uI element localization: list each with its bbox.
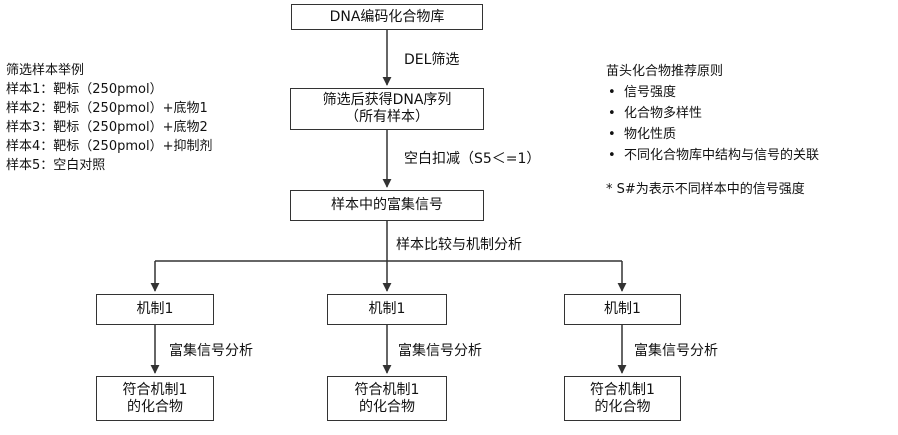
signal-strength-note: * S#为表示不同样本中的信号强度	[606, 182, 805, 197]
node-mechanism-a-label: 机制1	[136, 301, 174, 317]
sample-item: 样本3：靶标（250pmol）+底物2	[6, 120, 208, 135]
node-result-b-line2: 的化合物	[359, 398, 415, 415]
principle-item-label: 物化性质	[624, 127, 677, 142]
node-mechanism-b: 机制1	[327, 294, 447, 325]
edge-label-blank-subtract: 空白扣减（S5＜=1）	[404, 151, 541, 167]
node-result-b: 符合机制1 的化合物	[327, 376, 447, 421]
node-screened-sequences: 筛选后获得DNA序列 （所有样本）	[290, 88, 484, 130]
node-result-c-line2: 的化合物	[594, 398, 651, 415]
principle-item: • 物化性质	[606, 124, 819, 145]
sample-examples-panel: 筛选样本举例 样本1：靶标（250pmol） 样本2：靶标（250pmol）+底…	[6, 61, 212, 175]
node-mechanism-c: 机制1	[564, 294, 681, 325]
node-dna-library: DNA编码化合物库	[291, 4, 483, 30]
node-screened-line2: （所有样本）	[345, 109, 429, 125]
node-result-c: 符合机制1 的化合物	[564, 376, 681, 421]
sample-examples-title: 筛选样本举例	[6, 63, 85, 78]
node-screened-line1: 筛选后获得DNA序列	[322, 92, 452, 108]
node-mechanism-c-label: 机制1	[604, 301, 641, 317]
edge-label-enrich-c: 富集信号分析	[634, 343, 718, 359]
node-result-c-line1: 符合机制1	[590, 381, 655, 398]
node-result-a-line2: 的化合物	[127, 398, 183, 415]
principle-item-label: 化合物多样性	[624, 106, 703, 121]
node-result-a-line1: 符合机制1	[122, 381, 188, 398]
bullet-icon: •	[608, 85, 616, 100]
bullet-icon: •	[608, 148, 616, 163]
node-mechanism-b-label: 机制1	[368, 301, 406, 317]
edge-label-del-screen: DEL筛选	[404, 52, 460, 68]
principles-list: • 信号强度 • 化合物多样性 • 物化性质 • 不同化合物库中结构与信号的关联	[606, 82, 819, 166]
edge-label-enrich-b: 富集信号分析	[398, 343, 482, 359]
sample-item: 样本5：空白对照	[6, 158, 106, 173]
principles-title: 苗头化合物推荐原则	[606, 64, 724, 79]
principle-item: • 化合物多样性	[606, 103, 819, 124]
sample-item: 样本2：靶标（250pmol）+底物1	[6, 101, 208, 116]
node-enriched-signal-label: 样本中的富集信号	[331, 197, 443, 213]
principles-panel: 苗头化合物推荐原则 • 信号强度 • 化合物多样性 • 物化性质 • 不同化合物库中结构…	[606, 62, 819, 199]
bullet-icon: •	[608, 106, 616, 121]
edge-label-enrich-a: 富集信号分析	[169, 343, 253, 359]
edge-label-compare: 样本比较与机制分析	[396, 237, 522, 253]
bullet-icon: •	[608, 127, 616, 142]
node-mechanism-a: 机制1	[96, 294, 214, 325]
node-result-b-line1: 符合机制1	[354, 381, 420, 398]
sample-item: 样本1：靶标（250pmol）	[6, 82, 163, 97]
node-enriched-signal: 样本中的富集信号	[290, 190, 484, 221]
principle-item-label: 不同化合物库中结构与信号的关联	[624, 148, 820, 163]
sample-item: 样本4：靶标（250pmol）+抑制剂	[6, 139, 213, 154]
node-dna-library-label: DNA编码化合物库	[329, 8, 445, 25]
principle-item: • 信号强度	[606, 82, 819, 103]
node-result-a: 符合机制1 的化合物	[96, 376, 214, 421]
principle-item: • 不同化合物库中结构与信号的关联	[606, 145, 819, 166]
principle-item-label: 信号强度	[624, 85, 677, 100]
